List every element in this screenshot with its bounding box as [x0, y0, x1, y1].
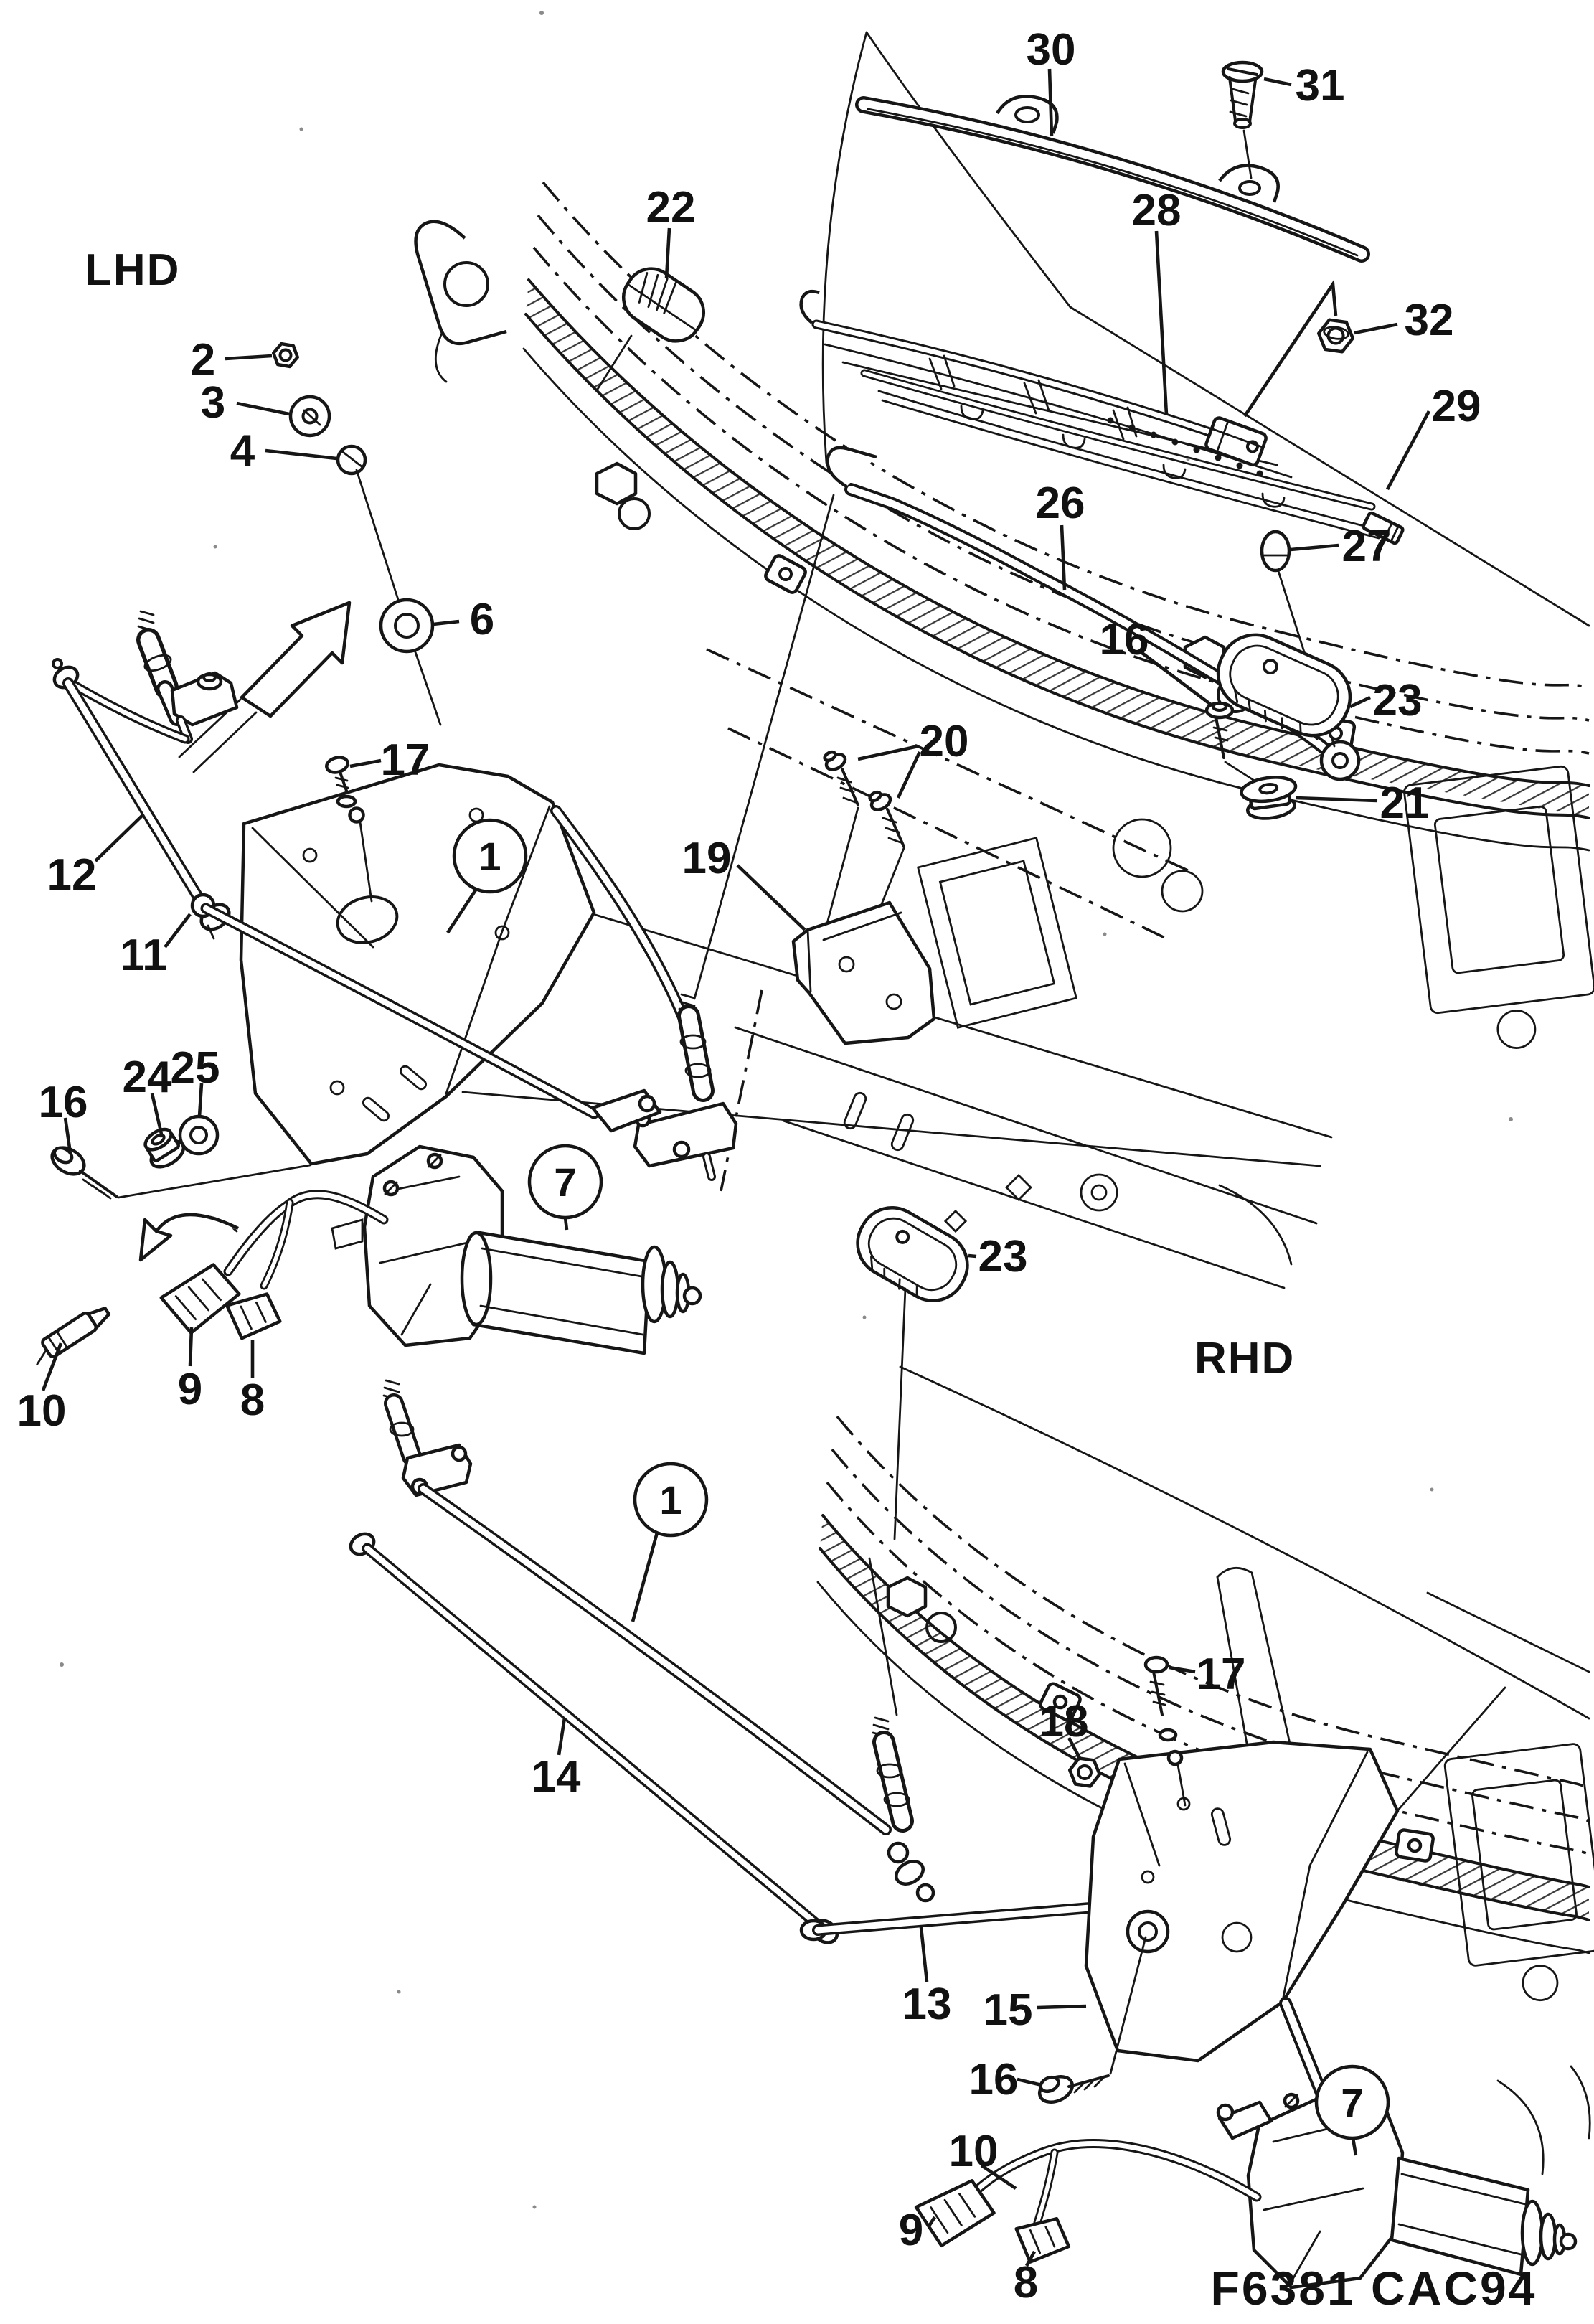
- callout-30: 30: [1027, 25, 1076, 75]
- callout-27: 27: [1342, 522, 1392, 571]
- screw-washers-part17-lhd: [325, 756, 373, 903]
- callout-7-rhd: 7: [1341, 2080, 1363, 2125]
- callout-3: 3: [201, 378, 225, 428]
- callout-9-rhd: 9: [899, 2206, 923, 2255]
- callout-17-rhd: 17: [1197, 1650, 1246, 1699]
- rhd-left-pivot: [382, 1379, 473, 1497]
- rhd-main-rod: [418, 1483, 892, 1835]
- callout-18: 18: [1039, 1697, 1089, 1746]
- callout-13: 13: [902, 1980, 952, 2029]
- screws-part20: [823, 750, 905, 961]
- callout-20: 20: [920, 717, 969, 766]
- bolt-part16-rhd: [1037, 1936, 1147, 2104]
- callout-1-rhd-circled: 1: [633, 1462, 709, 1538]
- grommet-part21: [1240, 776, 1298, 820]
- rhd-harness: [963, 2139, 1262, 2227]
- variant-label-rhd: RHD: [1194, 1334, 1295, 1383]
- lhd-right-pivot: [633, 993, 738, 1181]
- lhd-left-pivot: [68, 610, 239, 744]
- callout-16-cowl: 16: [1100, 615, 1149, 664]
- washer-part3: [288, 395, 331, 438]
- callout-29: 29: [1432, 382, 1481, 431]
- callout-11: 11: [120, 931, 167, 980]
- callout-2: 2: [191, 335, 215, 385]
- callout-25: 25: [171, 1043, 220, 1093]
- callout-8-rhd: 8: [1014, 2258, 1038, 2307]
- lhd-harness-part10: [138, 1190, 389, 1290]
- screw-washers-part17-rhd: [1143, 1655, 1187, 1807]
- callout-7-rhd-circled: 7: [1314, 2064, 1390, 2140]
- scan-specks: [60, 11, 1513, 2209]
- wiper-blade-part28: [799, 290, 1385, 540]
- cover-part23-rhd: [856, 1206, 969, 1540]
- cap-part22: [595, 267, 705, 392]
- callout-23-rhd: 23: [978, 1232, 1028, 1281]
- figure-code: F6381 CAC94: [1211, 2262, 1537, 2315]
- callout-6: 6: [470, 595, 494, 644]
- spacer-part6: [379, 598, 442, 726]
- rhd-right-pivot: [872, 1716, 935, 1903]
- inline-connector-part10: [36, 1307, 111, 1365]
- variant-label-lhd: LHD: [85, 245, 180, 295]
- callout-16-lhd: 16: [39, 1078, 88, 1127]
- callout-19: 19: [682, 834, 732, 883]
- callout-1-lhd-circled: 1: [452, 818, 528, 894]
- callout-21: 21: [1380, 778, 1430, 828]
- leader-lines: [41, 68, 1431, 2267]
- connector-part9-lhd: [159, 1263, 241, 1335]
- rhd-mount-plate-part15: [868, 1557, 1506, 2125]
- stud-part16-cowl: [1204, 701, 1263, 786]
- callout-1-rhd: 1: [659, 1477, 682, 1523]
- blade-tip-part29: [1362, 511, 1405, 545]
- callout-4: 4: [230, 426, 255, 476]
- callout-23-lhd: 23: [1373, 676, 1423, 725]
- blade-adapter: [1204, 416, 1268, 467]
- bracket-part19: [791, 900, 936, 1045]
- callout-31: 31: [1296, 61, 1345, 110]
- callout-26: 26: [1036, 479, 1085, 528]
- lhd-wiper-motor-part7: [331, 1144, 702, 1355]
- callout-14: 14: [532, 1752, 581, 1802]
- hardware-axis-line: [355, 469, 402, 608]
- circled-callouts: 1 7 1 7: [452, 818, 1390, 2140]
- callout-24: 24: [123, 1053, 172, 1102]
- bolt-part16-lhd: [50, 1146, 311, 1200]
- backing-strip-part30: [855, 95, 1370, 263]
- callout-7-lhd: 7: [554, 1159, 576, 1205]
- lhd-cross-rod: [200, 903, 662, 1133]
- seal-part4: [336, 444, 367, 476]
- screw-part31: [1221, 60, 1264, 179]
- callout-10-lhd: 10: [17, 1386, 67, 1436]
- cowl-clip: [764, 554, 807, 594]
- callout-10-rhd: 10: [949, 2127, 999, 2176]
- callout-labels: 30 31 22 28 2 32 3 29 4 26 27 6 16 23 20…: [17, 25, 1481, 2307]
- cover-part23-lhd: [1216, 633, 1352, 738]
- nut-part2: [272, 342, 299, 369]
- callout-32: 32: [1405, 296, 1454, 345]
- connector-part8-rhd: [1014, 2216, 1071, 2264]
- rhd-wiper-motor-part7: [1216, 2081, 1578, 2290]
- callout-1-lhd: 1: [478, 834, 501, 879]
- lhd-bulkhead-panels: [461, 648, 1594, 1289]
- callout-22: 22: [646, 183, 696, 232]
- callout-7-lhd-circled: 7: [527, 1144, 603, 1220]
- spacer-part25: [178, 1114, 220, 1156]
- connector-part8-lhd: [225, 1292, 282, 1340]
- callout-17-lhd: 17: [381, 735, 430, 785]
- nut-part32: [1243, 279, 1355, 418]
- callout-16-rhd: 16: [969, 2055, 1019, 2104]
- connector-part9-rhd: [914, 2179, 996, 2248]
- callout-28: 28: [1132, 186, 1182, 235]
- callout-12: 12: [47, 850, 97, 900]
- callout-8-lhd: 8: [240, 1375, 265, 1425]
- blade-perforations: [1107, 417, 1263, 477]
- lhd-cowl-and-body: [414, 31, 1590, 852]
- link-rod-part12: [52, 658, 204, 903]
- nut-part18: [1067, 1756, 1102, 1788]
- bushing-part24: [143, 1127, 186, 1169]
- callout-15: 15: [984, 1985, 1033, 2035]
- callout-9-lhd: 9: [178, 1365, 202, 1414]
